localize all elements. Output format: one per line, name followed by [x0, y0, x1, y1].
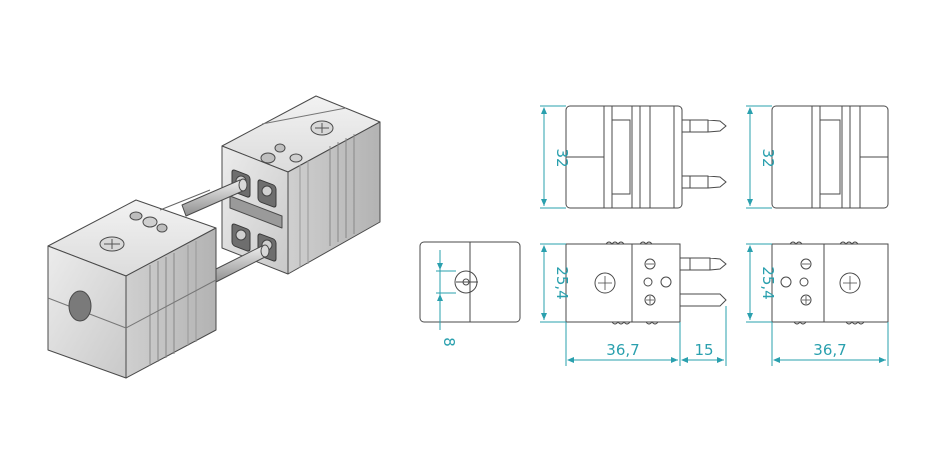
dim-front-height-left: 25,4 — [553, 266, 571, 299]
dim-pin-length: 15 — [694, 341, 713, 359]
top-view-left — [565, 105, 727, 209]
front-view-right — [771, 241, 889, 325]
dim-side-hole: 8 — [440, 337, 458, 347]
dim-body-length-left: 36,7 — [606, 341, 639, 359]
dim-top-height-right: 32 — [759, 148, 777, 167]
dim-front-height-right: 25,4 — [759, 266, 777, 299]
dimension-labels: 32 32 25,4 25,4 8 36,7 15 36,7 — [440, 148, 847, 359]
dim-top-height-left: 32 — [553, 148, 571, 167]
dimension-lines — [436, 105, 889, 366]
top-view-right — [771, 105, 889, 209]
socket-3d — [221, 95, 381, 275]
plug-3d — [47, 189, 217, 379]
side-view — [419, 241, 521, 323]
orthographic-views — [419, 105, 889, 325]
plug-pins-3d — [181, 178, 270, 284]
front-view-left — [565, 241, 727, 325]
connector-3d-illustration — [47, 95, 381, 379]
dim-body-length-right: 36,7 — [813, 341, 846, 359]
